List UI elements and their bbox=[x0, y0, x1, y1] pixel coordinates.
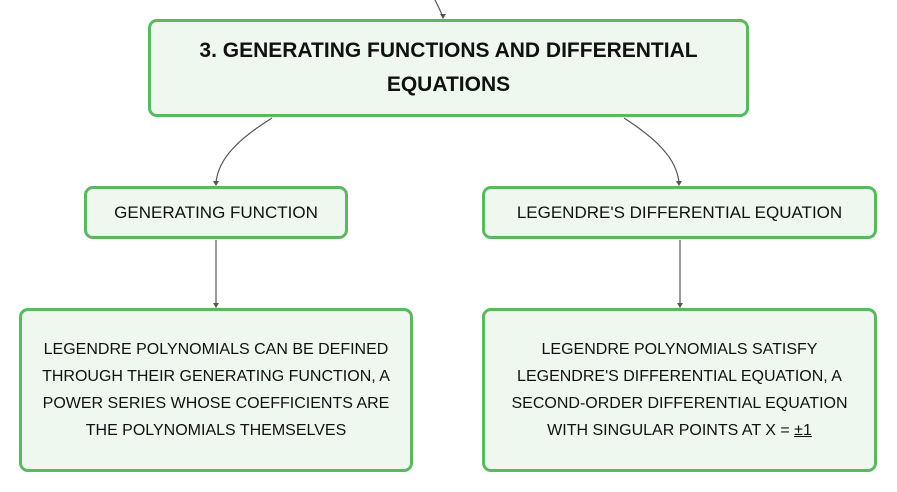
legendre-detail-prefix: LEGENDRE POLYNOMIALS SATISFY LEGENDRE'S … bbox=[511, 341, 848, 439]
connector-root-to-legendre-equation bbox=[623, 117, 680, 184]
legendre-differential-equation-detail-text: LEGENDRE POLYNOMIALS SATISFY LEGENDRE'S … bbox=[499, 336, 860, 444]
root-topic-title: 3. GENERATING FUNCTIONS AND DIFFERENTIAL… bbox=[199, 39, 698, 96]
legendre-differential-equation-label: LEGENDRE'S DIFFERENTIAL EQUATION bbox=[516, 202, 843, 222]
arrowhead-legendre-equation bbox=[676, 181, 682, 186]
connector-root-to-generating-function bbox=[215, 117, 273, 184]
generating-function-detail-text: LEGENDRE POLYNOMIALS CAN BE DEFINED THRO… bbox=[42, 341, 390, 439]
generating-function-label: GENERATING FUNCTION bbox=[114, 202, 318, 222]
arrowhead-legendre-equation-detail bbox=[677, 303, 683, 308]
generating-function-detail-node[interactable]: LEGENDRE POLYNOMIALS CAN BE DEFINED THRO… bbox=[19, 308, 413, 472]
arrowhead-generating-function-detail bbox=[213, 303, 219, 308]
root-topic-node[interactable]: 3. GENERATING FUNCTIONS AND DIFFERENTIAL… bbox=[148, 19, 749, 117]
arrowhead-root bbox=[440, 14, 446, 19]
legendre-differential-equation-detail-node[interactable]: LEGENDRE POLYNOMIALS SATISFY LEGENDRE'S … bbox=[482, 308, 877, 472]
legendre-differential-equation-node[interactable]: LEGENDRE'S DIFFERENTIAL EQUATION bbox=[482, 186, 877, 239]
generating-function-node[interactable]: GENERATING FUNCTION bbox=[84, 186, 348, 239]
arrowhead-generating-function bbox=[213, 181, 219, 186]
singular-points-value: ±1 bbox=[794, 422, 812, 439]
